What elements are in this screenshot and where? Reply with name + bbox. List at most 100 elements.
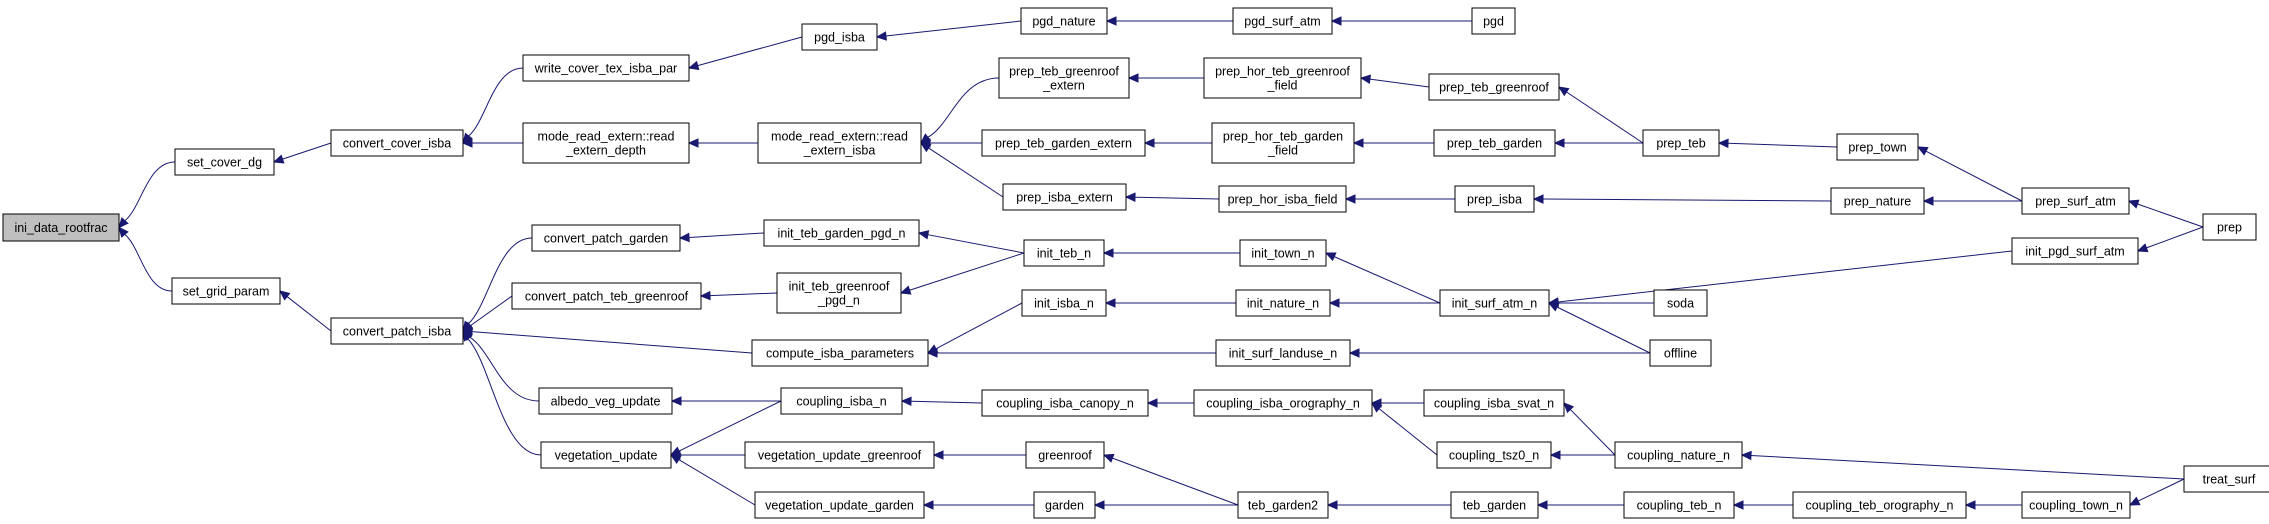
node-box xyxy=(780,387,903,415)
edge-set_grid_param-to-ini_data_rootfrac xyxy=(118,226,173,292)
node-prep_hor_teb_greenroof_field[interactable]: prep_hor_teb_greenroof_field xyxy=(1203,57,1362,99)
node-mre_read_extern_depth[interactable]: mode_read_extern::read_extern_depth xyxy=(522,122,690,164)
edge-line xyxy=(1556,306,1651,354)
node-init_isba_n[interactable]: init_isba_n xyxy=(1021,289,1107,317)
edge-line xyxy=(909,252,1025,291)
node-box xyxy=(1792,491,1967,519)
node-prep_surf_atm[interactable]: prep_surf_atm xyxy=(2021,187,2130,215)
node-coupling_isba_svat_n[interactable]: coupling_isba_svat_n xyxy=(1423,389,1565,417)
node-coupling_isba_canopy_n[interactable]: coupling_isba_canopy_n xyxy=(981,389,1149,417)
node-coupling_tsz0_n[interactable]: coupling_tsz0_n xyxy=(1436,441,1552,469)
node-prep_hor_teb_garden_field[interactable]: prep_hor_teb_garden_field xyxy=(1211,122,1355,164)
node-label: prep_isba_extern xyxy=(1016,191,1113,205)
node-init_surf_landuse_n[interactable]: init_surf_landuse_n xyxy=(1215,339,1351,367)
node-pgd_isba[interactable]: pgd_isba xyxy=(801,23,878,51)
node-coupling_teb_n[interactable]: coupling_teb_n xyxy=(1623,491,1735,519)
node-write_cover_tex_isba_par[interactable]: write_cover_tex_isba_par xyxy=(522,54,690,82)
node-box xyxy=(2011,237,2139,265)
node-convert_patch_teb_greenroof[interactable]: convert_patch_teb_greenroof xyxy=(511,282,702,310)
edge-init_teb_greenroof_pgd_n-to-convert_patch_teb_greenroof xyxy=(699,290,778,301)
node-label: prep_surf_atm xyxy=(2035,195,2116,209)
node-box xyxy=(1203,57,1362,99)
node-treat_surf[interactable]: treat_surf xyxy=(2183,465,2269,493)
edge-arrowhead xyxy=(669,454,682,464)
edge-init_pgd_surf_atm-to-init_surf_atm_n xyxy=(1547,250,2013,307)
edge-init_surf_atm_n-to-init_nature_n xyxy=(1328,298,1440,308)
node-vegetation_update_garden[interactable]: vegetation_update_garden xyxy=(754,491,925,519)
edge-greenroof-to-vegetation_update_greenroof xyxy=(932,450,1026,460)
node-prep_teb_greenroof[interactable]: prep_teb_greenroof xyxy=(1428,73,1560,101)
node-box xyxy=(1653,289,1708,317)
node-pgd[interactable]: pgd xyxy=(1471,7,1516,35)
node-prep_isba_extern[interactable]: prep_isba_extern xyxy=(1002,183,1127,211)
edge-arrowhead xyxy=(932,450,944,460)
node-init_nature_n[interactable]: init_nature_n xyxy=(1235,289,1331,317)
node-set_cover_dg[interactable]: set_cover_dg xyxy=(174,148,275,176)
node-convert_cover_isba[interactable]: convert_cover_isba xyxy=(330,129,464,157)
node-label: convert_cover_isba xyxy=(343,137,451,151)
edge-pgd-to-pgd_surf_atm xyxy=(1330,16,1472,26)
node-box xyxy=(763,219,920,247)
node-soda[interactable]: soda xyxy=(1653,289,1708,317)
edge-arrowhead xyxy=(118,217,129,229)
edge-write_cover_tex_isba_par-to-convert_cover_isba xyxy=(462,67,524,144)
node-prep_hor_isba_field[interactable]: prep_hor_isba_field xyxy=(1218,185,1347,213)
edge-pgd_isba-to-write_cover_tex_isba_par xyxy=(687,36,803,71)
node-box xyxy=(1193,389,1373,417)
node-garden[interactable]: garden xyxy=(1033,491,1096,519)
edge-arrowhead xyxy=(1549,450,1561,460)
node-prep_town[interactable]: prep_town xyxy=(1836,133,1919,161)
node-box xyxy=(1211,122,1355,164)
node-init_teb_n[interactable]: init_teb_n xyxy=(1023,239,1105,267)
node-teb_garden2[interactable]: teb_garden2 xyxy=(1237,491,1329,519)
node-prep_nature[interactable]: prep_nature xyxy=(1830,187,1925,215)
node-pgd_nature[interactable]: pgd_nature xyxy=(1020,7,1108,35)
node-greenroof[interactable]: greenroof xyxy=(1025,441,1105,469)
node-vegetation_update_greenroof[interactable]: vegetation_update_greenroof xyxy=(744,441,935,469)
node-teb_garden[interactable]: teb_garden xyxy=(1450,491,1539,519)
node-prep_teb_garden[interactable]: prep_teb_garden xyxy=(1433,129,1556,157)
node-label: pgd xyxy=(1483,15,1504,29)
node-coupling_teb_orography_n[interactable]: coupling_teb_orography_n xyxy=(1792,491,1967,519)
node-init_teb_greenroof_pgd_n[interactable]: init_teb_greenroof_pgd_n xyxy=(776,272,902,314)
node-box xyxy=(1423,389,1565,417)
node-coupling_isba_orography_n[interactable]: coupling_isba_orography_n xyxy=(1193,389,1373,417)
node-albedo_veg_update[interactable]: albedo_veg_update xyxy=(538,387,673,415)
node-coupling_isba_n[interactable]: coupling_isba_n xyxy=(780,387,903,415)
node-prep[interactable]: prep xyxy=(2202,213,2257,241)
node-pgd_surf_atm[interactable]: pgd_surf_atm xyxy=(1232,7,1333,35)
node-prep_isba[interactable]: prep_isba xyxy=(1454,185,1535,213)
edge-treat_surf-to-coupling_town_n xyxy=(2128,478,2185,506)
node-label: init_town_n xyxy=(1251,247,1314,261)
node-coupling_nature_n[interactable]: coupling_nature_n xyxy=(1614,441,1743,469)
node-init_surf_atm_n[interactable]: init_surf_atm_n xyxy=(1439,289,1550,317)
node-prep_teb_greenroof_extern[interactable]: prep_teb_greenroof_extern xyxy=(998,57,1130,99)
node-box xyxy=(744,441,935,469)
node-offline[interactable]: offline xyxy=(1649,339,1712,367)
edge-prep_town-to-prep_teb xyxy=(1717,138,1838,149)
node-set_grid_param[interactable]: set_grid_param xyxy=(171,277,281,305)
edge-prep_hor_isba_field-to-prep_isba_extern xyxy=(1124,192,1220,202)
node-init_pgd_surf_atm[interactable]: init_pgd_surf_atm xyxy=(2011,237,2139,265)
node-convert_patch_garden[interactable]: convert_patch_garden xyxy=(531,224,681,252)
node-prep_teb_garden_extern[interactable]: prep_teb_garden_extern xyxy=(981,129,1146,157)
node-init_town_n[interactable]: init_town_n xyxy=(1239,239,1327,267)
node-label: _field xyxy=(1267,144,1298,158)
node-ini_data_rootfrac[interactable]: ini_data_rootfrac xyxy=(2,213,120,242)
node-prep_teb[interactable]: prep_teb xyxy=(1642,129,1720,157)
node-label: _extern_isba xyxy=(803,144,876,158)
edge-line xyxy=(1378,408,1438,456)
edge-arrowhead xyxy=(1547,302,1560,312)
node-init_teb_garden_pgd_n[interactable]: init_teb_garden_pgd_n xyxy=(763,219,920,247)
node-label: coupling_isba_n xyxy=(796,395,886,409)
node-coupling_town_n[interactable]: coupling_town_n xyxy=(2021,491,2131,519)
edge-arrowhead xyxy=(1105,16,1117,26)
node-compute_isba_parameters[interactable]: compute_isba_parameters xyxy=(751,339,929,367)
node-box xyxy=(171,277,281,305)
edge-line xyxy=(1134,196,1220,200)
node-convert_patch_isba[interactable]: convert_patch_isba xyxy=(330,317,464,345)
node-label: coupling_isba_canopy_n xyxy=(996,397,1134,411)
node-mre_read_extern_isba[interactable]: mode_read_extern::read_extern_isba xyxy=(757,122,922,164)
edge-pgd_nature-to-pgd_isba xyxy=(875,20,1022,41)
node-vegetation_update[interactable]: vegetation_update xyxy=(540,441,672,469)
